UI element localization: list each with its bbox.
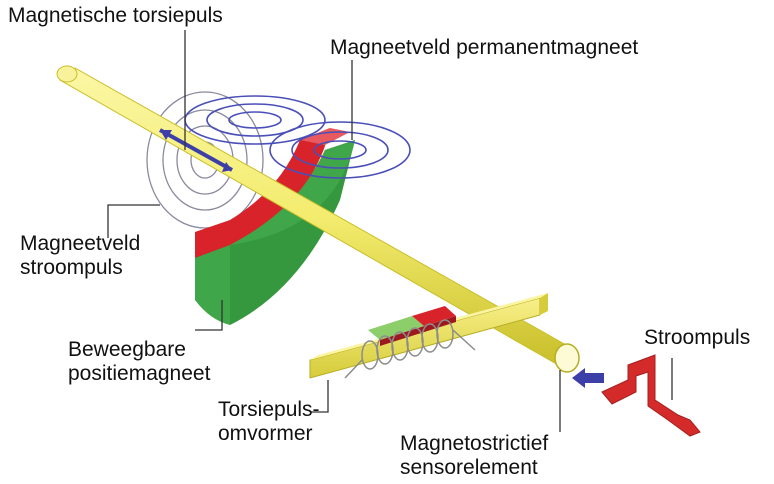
torsion-pulse-converter bbox=[309, 293, 548, 379]
label-converter-line1: Torsiepuls- bbox=[218, 398, 320, 421]
label-current-field-line1: Magneetveld bbox=[20, 232, 141, 255]
label-converter-line2: omvormer bbox=[218, 422, 313, 445]
label-sensor-line2: sensorelement bbox=[400, 456, 538, 479]
label-current-field-line2: stroompuls bbox=[20, 256, 123, 279]
label-sensor-line1: Magnetostrictief bbox=[400, 432, 549, 455]
label-permanent-field: Magneetveld permanentmagneet bbox=[330, 36, 639, 59]
label-current-pulse: Stroompuls bbox=[644, 326, 751, 349]
leader-lines bbox=[107, 30, 673, 432]
torsion-pulse-arrow bbox=[159, 128, 233, 172]
label-movable-magnet-line2: positiemagneet bbox=[68, 362, 211, 385]
label-movable-magnet-line1: Beweegbare bbox=[68, 338, 186, 361]
label-torsion-pulse: Magnetische torsiepuls bbox=[8, 4, 223, 27]
current-input-arrow bbox=[572, 368, 604, 388]
current-pulse-shape bbox=[601, 354, 701, 437]
waveguide-rod bbox=[56, 65, 580, 373]
